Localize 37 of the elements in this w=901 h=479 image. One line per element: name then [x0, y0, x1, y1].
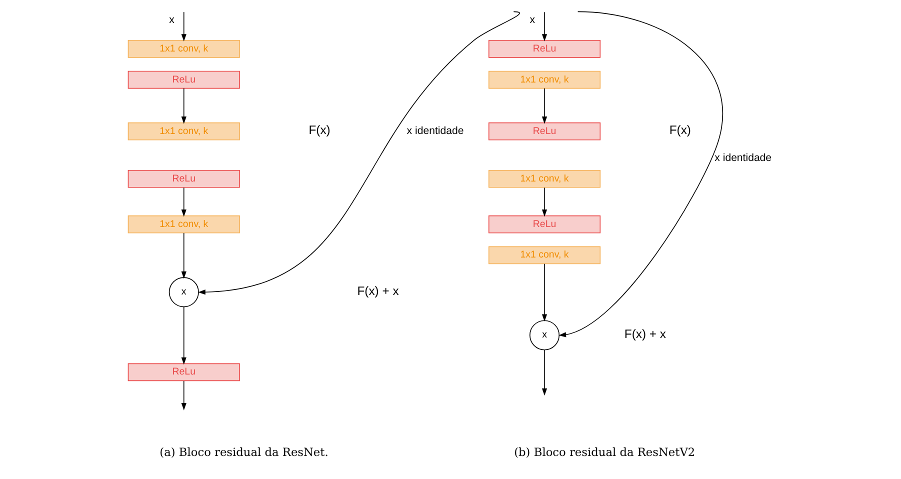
- arrow: [181, 306, 186, 365]
- edge-label: x identidade: [714, 152, 772, 164]
- label: F(x): [669, 123, 691, 138]
- arrow: [181, 187, 186, 217]
- edge-label: x identidade: [406, 125, 464, 138]
- label: (b) Bloco residual da ResNetV2: [514, 445, 696, 460]
- arrow: [181, 232, 186, 279]
- arrow: [542, 88, 548, 124]
- node-box: ReLu: [488, 215, 601, 234]
- node-circle: x: [530, 320, 560, 350]
- label: (a) Bloco residual da ResNet.: [160, 445, 328, 460]
- arrow: [181, 88, 186, 124]
- node-box: 1x1 conv, k: [488, 70, 601, 89]
- node-box: 1x1 conv, k: [488, 246, 601, 264]
- node-box: 1x1 conv, k: [488, 170, 601, 188]
- node-box: ReLu: [128, 170, 240, 188]
- node-box: ReLu: [128, 70, 240, 89]
- node-box: ReLu: [488, 40, 601, 58]
- arrow: [542, 350, 548, 396]
- arrow: [558, 11, 723, 338]
- arrow: [542, 187, 548, 217]
- node-box: ReLu: [488, 122, 601, 140]
- label: F(x) + x: [357, 284, 399, 298]
- node-circle: x: [168, 277, 199, 308]
- node-box: 1x1 conv, k: [128, 40, 240, 58]
- edge-label: x: [169, 14, 174, 26]
- label: F(x): [308, 123, 330, 138]
- arrow: [181, 380, 186, 410]
- label: F(x) + x: [624, 327, 666, 342]
- edge-label: x: [530, 14, 536, 26]
- node-box: ReLu: [128, 363, 240, 382]
- node-box: 1x1 conv, k: [128, 122, 240, 140]
- arrow: [542, 263, 548, 322]
- node-box: 1x1 conv, k: [128, 215, 240, 234]
- arrow: [542, 12, 548, 42]
- arrow: [198, 11, 520, 295]
- arrow: [181, 12, 186, 42]
